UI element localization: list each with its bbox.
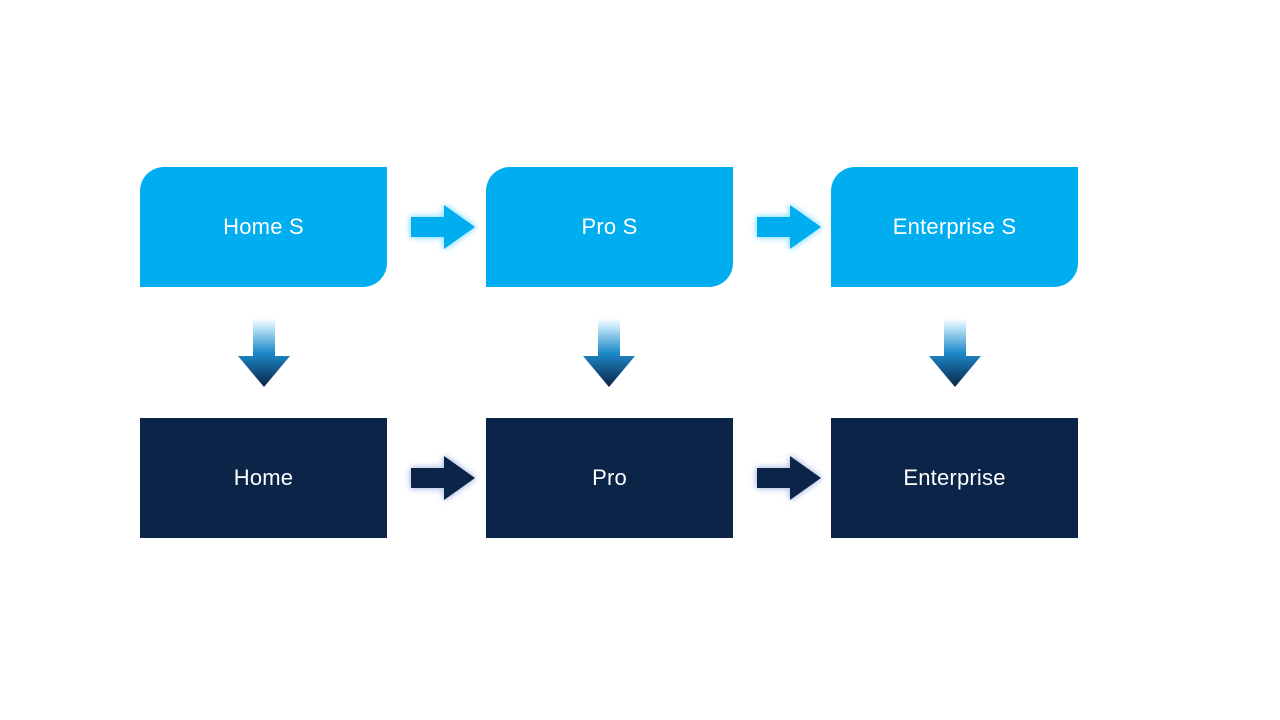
node-pro-s-label: Pro S <box>581 214 638 239</box>
node-home-s: Home S <box>140 167 387 287</box>
node-home: Home <box>140 418 387 538</box>
node-home-s-label: Home S <box>223 214 304 239</box>
node-enterprise-s: Enterprise S <box>831 167 1078 287</box>
node-enterprise: Enterprise <box>831 418 1078 538</box>
node-pro-label: Pro <box>592 465 627 490</box>
right-arrow-icon <box>411 456 475 500</box>
down-arrow-icon <box>929 318 981 387</box>
node-pro: Pro <box>486 418 733 538</box>
down-arrow-icon <box>238 318 290 387</box>
node-pro-s: Pro S <box>486 167 733 287</box>
right-arrow-icon <box>411 205 475 249</box>
node-home-label: Home <box>233 465 294 490</box>
right-arrow-icon <box>757 456 821 500</box>
down-arrow-icon <box>583 318 635 387</box>
right-arrow-icon <box>757 205 821 249</box>
node-enterprise-label: Enterprise <box>903 465 1006 490</box>
node-enterprise-s-label: Enterprise S <box>892 214 1017 239</box>
